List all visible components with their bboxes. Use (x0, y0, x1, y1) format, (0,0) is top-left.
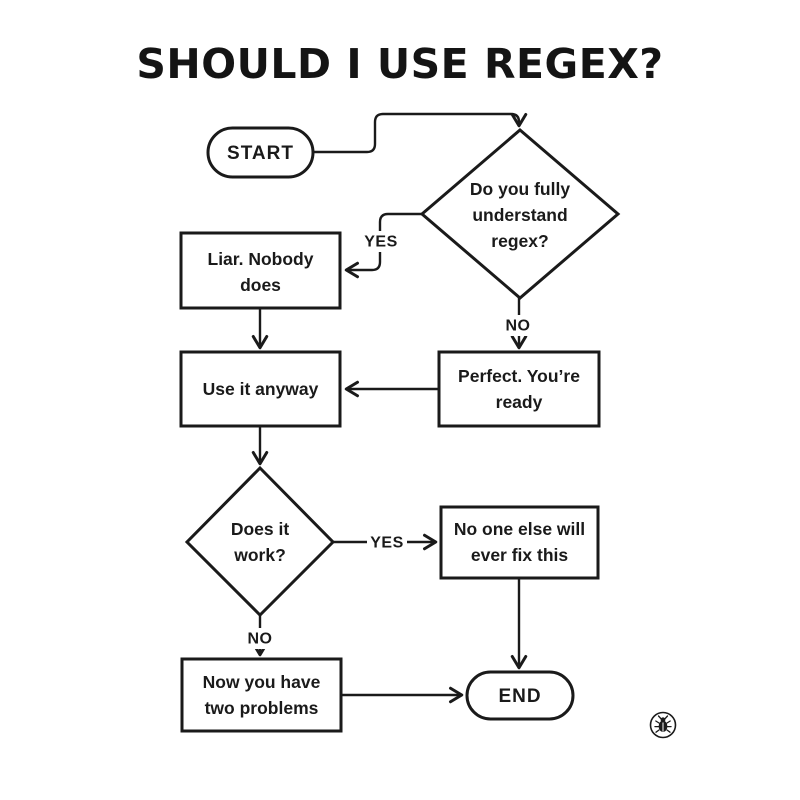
edge-start-to-understand (313, 112, 528, 154)
liar-shape (179, 231, 342, 310)
edge-label-group: YES NO YES NO (244, 231, 535, 649)
does-it-work-line1: Does it (231, 519, 290, 539)
understand-regex-shape (419, 128, 621, 300)
use-it-anyway-line1: Use it anyway (203, 379, 319, 399)
edge-label-bg (367, 532, 407, 553)
edge-label-bg (244, 628, 277, 649)
node-group: START Do you fully understand regex? Lia… (179, 126, 621, 733)
no-one-else-line2: ever fix this (471, 545, 569, 565)
edge-label-bg (502, 315, 535, 336)
node-end: END (465, 670, 575, 721)
liar-line1: Liar. Nobody (208, 249, 314, 269)
start-node-label: START (227, 143, 294, 164)
end-node-label: END (498, 686, 541, 707)
end-node-shape (465, 670, 575, 721)
understand-regex-line3: regex? (491, 231, 548, 251)
understand-regex-line2: understand (472, 205, 567, 225)
node-does-it-work: Does it work? (184, 465, 336, 618)
two-problems-line1: Now you have (203, 672, 321, 692)
perfect-ready-line1: Perfect. You’re (458, 366, 580, 386)
edge-label-work-no: NO (248, 631, 273, 648)
node-understand-regex: Do you fully understand regex? (419, 128, 621, 300)
node-perfect-ready: Perfect. You’re ready (437, 350, 601, 428)
node-start: START (206, 126, 315, 179)
perfect-ready-line2: ready (496, 392, 543, 412)
does-it-work-shape (184, 465, 336, 618)
perfect-ready-shape (437, 350, 601, 428)
start-node-shape (206, 126, 315, 179)
node-liar: Liar. Nobody does (179, 231, 342, 310)
understand-regex-line1: Do you fully (470, 179, 570, 199)
two-problems-line2: two problems (205, 698, 319, 718)
no-one-else-shape (439, 505, 600, 580)
node-two-problems: Now you have two problems (180, 657, 343, 733)
edge-label-work-yes: YES (370, 535, 404, 552)
does-it-work-line2: work? (233, 545, 286, 565)
node-use-it-anyway: Use it anyway (179, 350, 342, 428)
two-problems-shape (180, 657, 343, 733)
liar-line2: does (240, 275, 281, 295)
edge-label-bg (361, 231, 401, 252)
page-title: SHOULD I USE REGEX? (136, 40, 664, 88)
edge-label-understand-no: NO (506, 318, 531, 335)
node-no-one-else: No one else will ever fix this (439, 505, 600, 580)
bug-icon (649, 711, 677, 739)
no-one-else-line1: No one else will (454, 519, 585, 539)
edge-label-understand-yes: YES (364, 234, 398, 251)
use-it-anyway-shape (179, 350, 342, 428)
